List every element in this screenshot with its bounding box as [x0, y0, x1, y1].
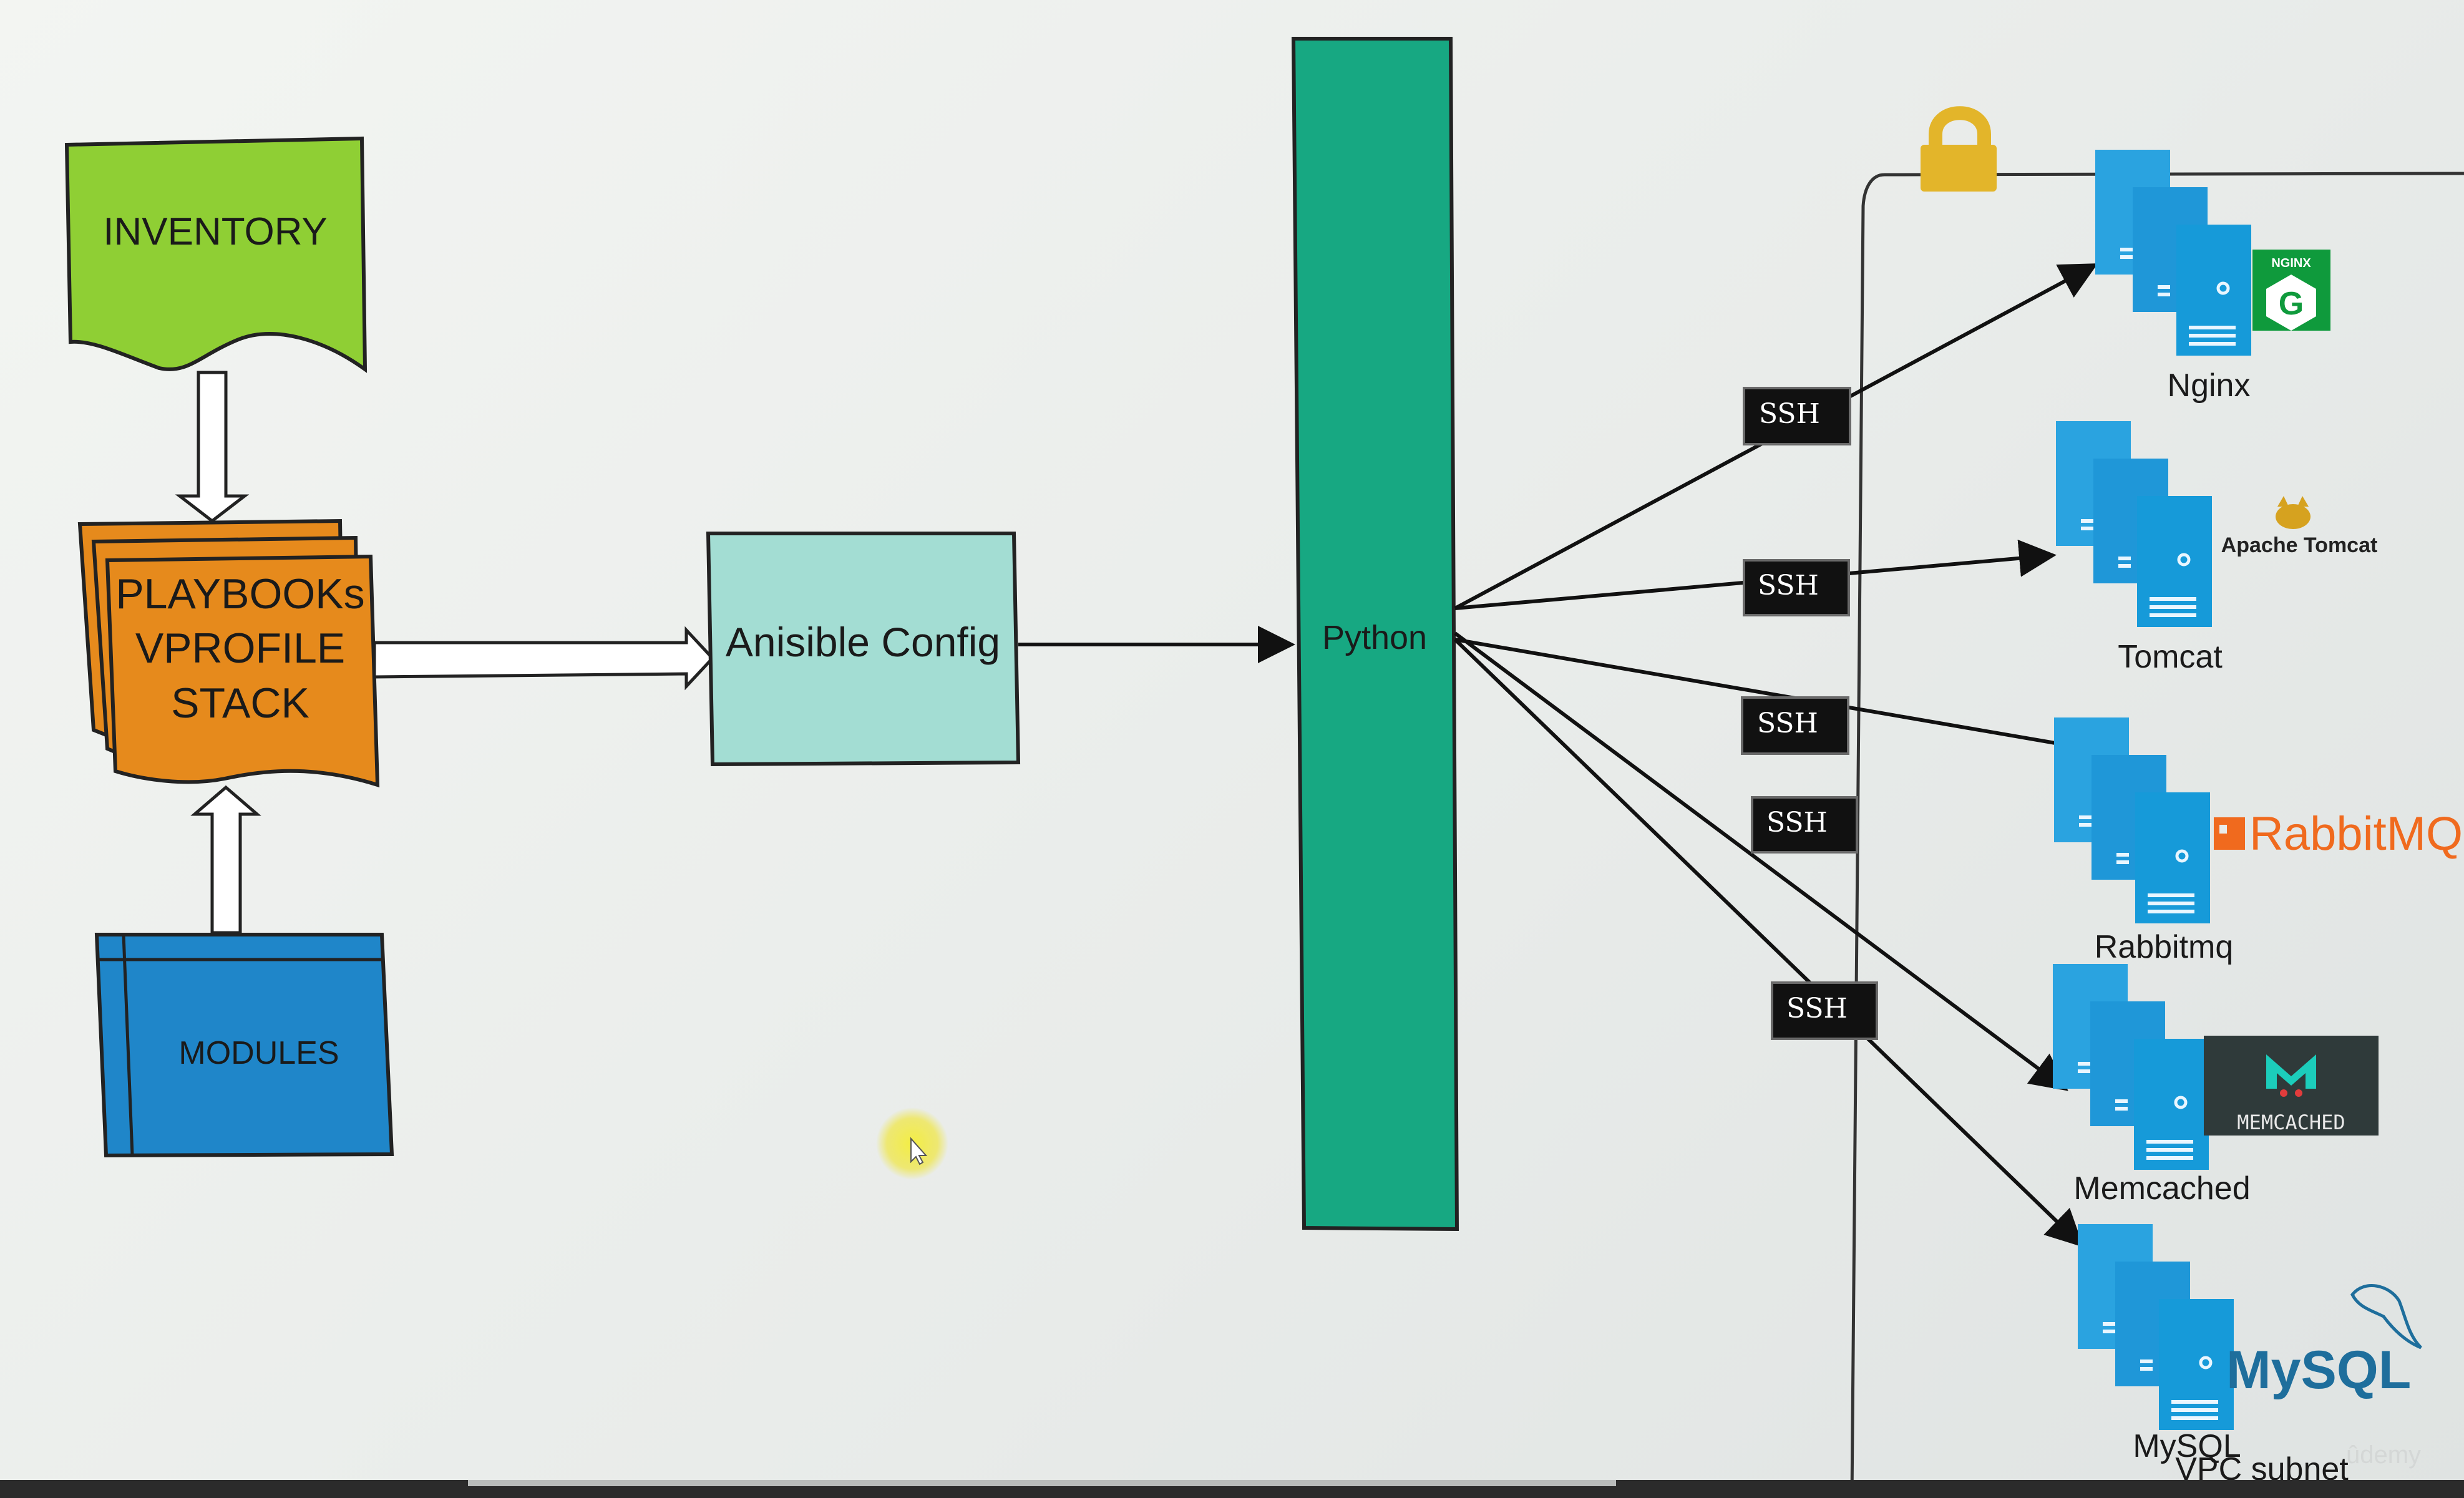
inventory-to-playbooks-arrow [175, 371, 250, 523]
inventory-node: INVENTORY [64, 136, 368, 373]
server-nginx: NGINX G Nginx [2095, 150, 2330, 404]
svg-text:SSH: SSH [1766, 807, 1828, 839]
server-mysql-icon [2078, 1224, 2234, 1430]
inventory-label: INVENTORY [103, 210, 327, 253]
svg-text:NGINX: NGINX [2271, 256, 2311, 270]
udemy-watermark: ûdemy [2346, 1441, 2421, 1469]
server-tomcat-icon [2056, 421, 2212, 627]
python-node: Python [1291, 37, 1459, 1232]
server-tomcat-label: Tomcat [2118, 639, 2223, 675]
python-shape [1291, 37, 1459, 1232]
python-to-rabbitmq-arrow [1454, 638, 2110, 765]
server-nginx-label: Nginx [2168, 367, 2251, 404]
server-rabbitmq: RabbitMQ Rabbitmq [2054, 717, 2463, 965]
svg-text:RabbitMQ: RabbitMQ [2249, 807, 2463, 860]
nginx-logo: NGINX G [2252, 250, 2330, 331]
server-tomcat: Apache Tomcat Tomcat [2056, 421, 2377, 675]
inventory-shape [64, 136, 368, 373]
playbooks-node: PLAYBOOKs VPROFILE STACK [77, 518, 380, 788]
mysql-logo: MySQL [2226, 1284, 2422, 1400]
modules-label: MODULES [178, 1035, 339, 1071]
rabbitmq-logo: RabbitMQ [2214, 807, 2463, 860]
server-rabbitmq-icon [2054, 717, 2210, 923]
python-to-mysql-arrow [1453, 638, 2084, 1248]
ssh-label-tomcat: SSH [1743, 559, 1850, 616]
lock-icon [1921, 106, 1997, 192]
svg-text:SSH: SSH [1757, 708, 1818, 739]
memcached-logo: MEMCACHED [2204, 1036, 2379, 1136]
ssh-label-nginx: SSH [1743, 387, 1851, 445]
server-nginx-icon [2095, 150, 2251, 356]
ssh-label-rabbitmq: SSH [1741, 696, 1849, 755]
ssh-label-mysql: SSH [1771, 981, 1878, 1040]
svg-text:SSH: SSH [1758, 570, 1819, 601]
svg-text:MySQL: MySQL [2226, 1340, 2411, 1400]
server-memcached: MEMCACHED Memcached [2053, 964, 2379, 1207]
playbooks-shape [105, 554, 380, 788]
tomcat-logo: Apache Tomcat [2221, 496, 2378, 557]
server-memcached-label: Memcached [2073, 1170, 2250, 1207]
ssh-label-memcached: SSH [1751, 796, 1858, 854]
svg-text:G: G [2279, 286, 2304, 322]
svg-text:SSH: SSH [1786, 993, 1848, 1024]
mouse-cursor-icon [910, 1137, 928, 1165]
server-memcached-icon [2053, 964, 2209, 1170]
config-shape [706, 532, 1021, 767]
server-mysql-label: MySQL [2133, 1428, 2241, 1464]
svg-text:Apache Tomcat: Apache Tomcat [2221, 533, 2378, 557]
playbooks-label-line1: PLAYBOOKs [115, 570, 364, 618]
playbooks-to-config-arrow [373, 626, 715, 691]
playbooks-label-line3: STACK [171, 679, 309, 727]
horizontal-scrollbar[interactable] [468, 1480, 1616, 1486]
playbooks-label-line2: VPROFILE [135, 625, 345, 672]
config-node: Anisible Config [706, 532, 1021, 767]
server-mysql: MySQL MySQL [2078, 1224, 2422, 1464]
modules-node: MODULES [94, 933, 394, 1158]
python-to-memcached-arrow [1454, 631, 2068, 1091]
cursor-highlight [876, 1107, 948, 1180]
svg-text:SSH: SSH [1759, 398, 1820, 430]
python-label: Python [1322, 619, 1427, 656]
modules-shape [94, 933, 394, 1158]
server-rabbitmq-label: Rabbitmq [2095, 929, 2234, 965]
config-label: Anisible Config [726, 619, 1000, 665]
svg-text:MEMCACHED: MEMCACHED [2237, 1111, 2345, 1134]
modules-to-playbooks-arrow [190, 785, 261, 935]
